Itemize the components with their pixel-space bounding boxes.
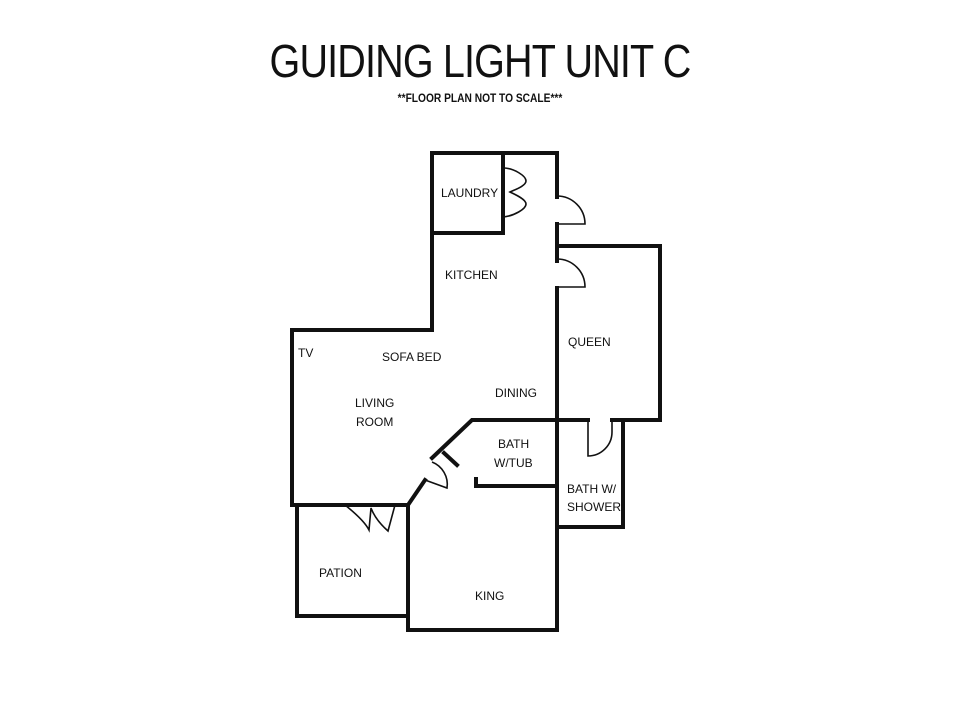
label-dining: DINING (495, 386, 537, 400)
door-patio (344, 504, 396, 533)
page-title: GUIDING LIGHT UNIT C (269, 35, 692, 87)
wall-bath-tub (474, 477, 559, 488)
label-living-room-1: LIVING (355, 396, 394, 410)
label-pation: PATION (319, 566, 362, 580)
door-laundry (502, 167, 527, 218)
label-bath-tub-1: BATH (498, 437, 529, 451)
wall-diagonal (429, 418, 559, 461)
label-bath-shower-1: BATH W/ (567, 482, 617, 496)
walls (290, 151, 662, 632)
wall-diagonal-lower (405, 477, 428, 508)
label-kitchen: KITCHEN (445, 268, 498, 282)
wall-bath-shower (555, 418, 625, 529)
door-king (424, 461, 449, 490)
wall-king (406, 503, 559, 632)
door-entry (556, 195, 586, 225)
wall-living (290, 328, 434, 507)
label-bath-tub-2: W/TUB (494, 456, 533, 470)
label-tv: TV (298, 346, 313, 360)
page-subtitle: **FLOOR PLAN NOT TO SCALE*** (397, 91, 563, 105)
label-living-room-2: ROOM (356, 415, 393, 429)
room-labels: LAUNDRY KITCHEN TV SOFA BED DINING QUEEN… (298, 186, 621, 603)
wall-top-left (430, 151, 559, 332)
wall-patio (295, 503, 410, 618)
label-bath-shower-2: SHOWER (567, 500, 621, 514)
door-shower (587, 420, 613, 457)
doors (344, 167, 613, 533)
door-queen (556, 258, 586, 288)
label-queen: QUEEN (568, 335, 611, 349)
label-sofa-bed: SOFA BED (382, 350, 442, 364)
label-laundry: LAUNDRY (441, 186, 498, 200)
wall-queen (555, 244, 662, 422)
wall-jamb (441, 450, 460, 468)
label-king: KING (475, 589, 504, 603)
